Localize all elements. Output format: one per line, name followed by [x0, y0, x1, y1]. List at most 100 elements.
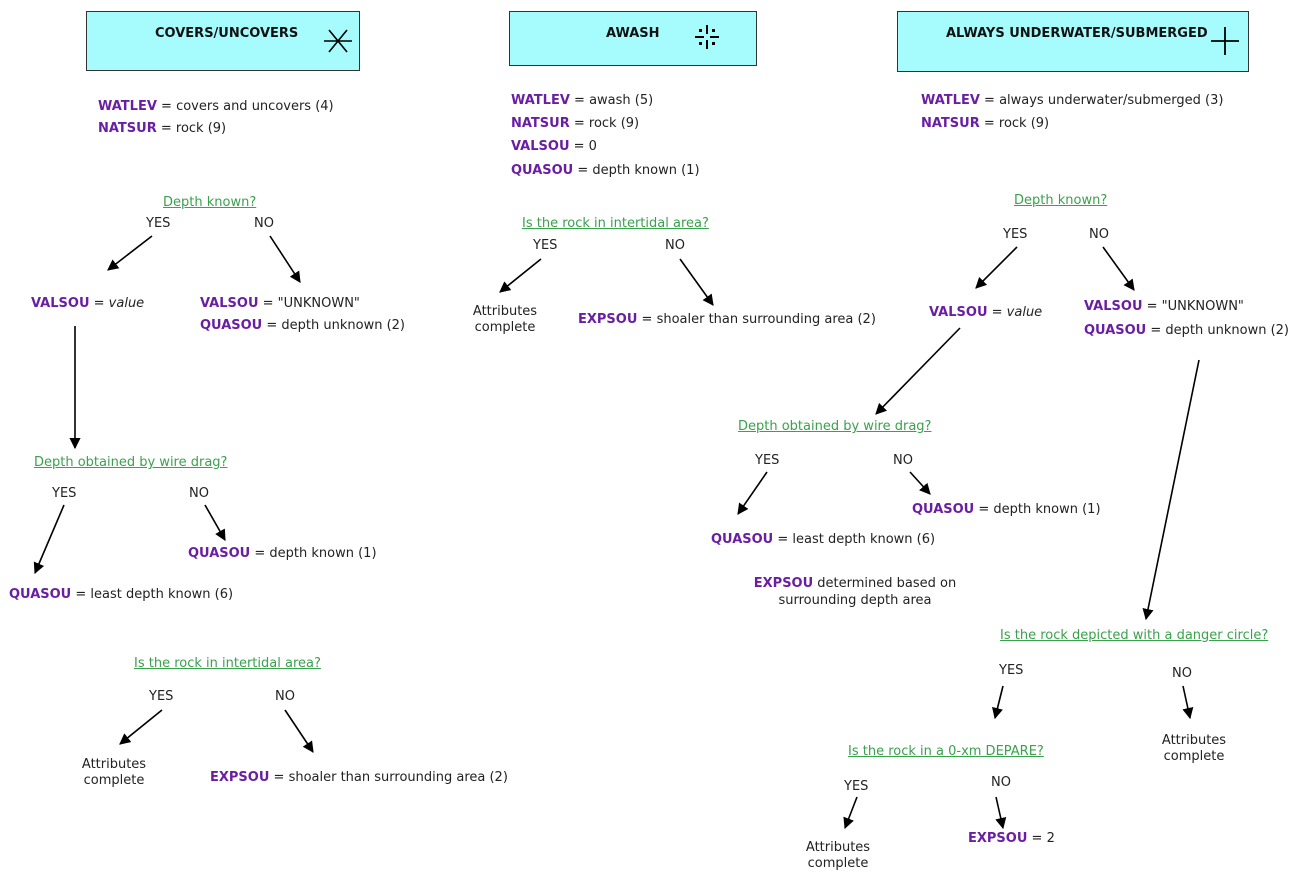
yes-label: YES — [844, 779, 869, 794]
arrow — [909, 471, 931, 495]
valsou-value: VALSOU = value — [31, 296, 144, 311]
attribute-name: QUASOU — [1084, 323, 1147, 338]
attribute-value: = shoaler than surrounding area (2) — [637, 312, 876, 327]
plus-symbol-icon — [1211, 27, 1239, 55]
attribute-name: QUASOU — [912, 502, 975, 517]
no-label: NO — [254, 216, 274, 231]
attribute-name: WATLEV — [98, 99, 157, 114]
valsou-unknown: VALSOU = "UNKNOWN" — [1084, 299, 1244, 314]
yes-label: YES — [149, 689, 174, 704]
attribute-name: QUASOU — [188, 546, 251, 561]
result-line: complete — [807, 856, 869, 871]
attribute-value: = least depth known (6) — [773, 532, 936, 547]
attribute-value: = rock (9) — [979, 116, 1050, 131]
question-depth-known: Depth known? — [1014, 193, 1108, 208]
arrow — [975, 246, 1018, 289]
note-line: surrounding depth area — [778, 593, 932, 608]
question-depare: Is the rock in a 0-xm DEPARE? — [848, 744, 1044, 759]
header-covers-uncovers: COVERS/UNCOVERS — [86, 11, 360, 71]
attribute-value: = depth known (1) — [250, 546, 377, 561]
valsou-value: VALSOU = value — [929, 305, 1042, 320]
attribute-line: NATSUR = rock (9) — [921, 116, 1049, 131]
attribute-value: = depth unknown (2) — [262, 318, 405, 333]
arrow — [679, 258, 714, 306]
header-awash: AWASH — [509, 11, 757, 66]
attribute-name: EXPSOU — [578, 312, 638, 327]
attribute-name: QUASOU — [711, 532, 774, 547]
no-label: NO — [893, 453, 913, 468]
attribute-value: = covers and uncovers (4) — [156, 99, 334, 114]
arrow — [1182, 685, 1194, 720]
no-label: NO — [189, 486, 209, 501]
attribute-line: WATLEV = covers and uncovers (4) — [98, 99, 334, 114]
attribute-value: = always underwater/submerged (3) — [979, 93, 1224, 108]
attribute-value: = 2 — [1027, 831, 1055, 846]
attribute-value: = depth known (1) — [573, 163, 700, 178]
arrow — [204, 504, 226, 541]
quasou-unknown: QUASOU = depth unknown (2) — [200, 318, 405, 333]
arrow — [33, 504, 65, 575]
attribute-name: QUASOU — [511, 163, 574, 178]
header-title: AWASH — [606, 26, 660, 41]
attribute-name: QUASOU — [9, 587, 72, 602]
attribute-name: EXPSOU — [968, 831, 1028, 846]
attribute-line: QUASOU = depth known (1) — [511, 163, 700, 178]
yes-label: YES — [999, 663, 1024, 678]
expsou-2: EXPSOU = 2 — [968, 831, 1055, 846]
result-line: complete — [474, 320, 536, 335]
arrow — [1102, 246, 1135, 291]
attribute-name: VALSOU — [200, 296, 259, 311]
question-wire-drag: Depth obtained by wire drag? — [34, 455, 228, 470]
arrow — [284, 709, 314, 753]
result-line: complete — [1163, 749, 1225, 764]
attribute-value: = least depth known (6) — [71, 587, 234, 602]
valsou-unknown: VALSOU = "UNKNOWN" — [200, 296, 360, 311]
arrow — [119, 709, 163, 745]
arrow — [843, 796, 858, 830]
attribute-name: NATSUR — [98, 121, 157, 136]
arrow — [1142, 359, 1200, 621]
note-line: EXPSOU determined based on — [740, 575, 970, 592]
attribute-name: QUASOU — [200, 318, 263, 333]
no-label: NO — [991, 775, 1011, 790]
value-placeholder: value — [1006, 305, 1043, 320]
quasou-depth-known: QUASOU = depth known (1) — [188, 546, 377, 561]
arrow — [107, 235, 153, 271]
attribute-name: VALSOU — [31, 296, 90, 311]
attribute-line: WATLEV = always underwater/submerged (3) — [921, 93, 1223, 108]
attribute-name: VALSOU — [929, 305, 988, 320]
no-label: NO — [665, 238, 685, 253]
attribute-name: NATSUR — [511, 116, 570, 131]
arrow — [499, 258, 542, 293]
yes-label: YES — [146, 216, 171, 231]
attribute-value: = depth unknown (2) — [1146, 323, 1289, 338]
attribute-value: = rock (9) — [156, 121, 227, 136]
result-line: complete — [83, 773, 145, 788]
attribute-name: NATSUR — [921, 116, 980, 131]
note-text: determined based on — [813, 576, 957, 591]
attribute-name: VALSOU — [1084, 299, 1143, 314]
result-line: Attributes — [1161, 733, 1227, 748]
attributes-complete: Attributes complete — [72, 757, 156, 789]
quasou-depth-known: QUASOU = depth known (1) — [912, 502, 1101, 517]
attribute-name: EXPSOU — [210, 770, 270, 785]
arrow — [737, 471, 768, 515]
attribute-value: = 0 — [569, 139, 597, 154]
expsou-note: EXPSOU determined based on surrounding d… — [740, 575, 970, 609]
attribute-value: = — [987, 305, 1007, 320]
question-intertidal: Is the rock in intertidal area? — [522, 216, 709, 231]
attribute-line: NATSUR = rock (9) — [98, 121, 226, 136]
attribute-name: VALSOU — [511, 139, 570, 154]
attribute-value: = "UNKNOWN" — [258, 296, 360, 311]
expsou-shoaler: EXPSOU = shoaler than surrounding area (… — [210, 770, 508, 785]
question-depth-known: Depth known? — [163, 195, 257, 210]
arrow — [875, 327, 961, 415]
attribute-value: = rock (9) — [569, 116, 640, 131]
yes-label: YES — [755, 453, 780, 468]
yes-label: YES — [533, 238, 558, 253]
header-always-underwater: ALWAYS UNDERWATER/SUBMERGED — [897, 11, 1249, 72]
arrow — [992, 685, 1004, 720]
yes-label: YES — [52, 486, 77, 501]
attribute-value: = awash (5) — [569, 93, 654, 108]
